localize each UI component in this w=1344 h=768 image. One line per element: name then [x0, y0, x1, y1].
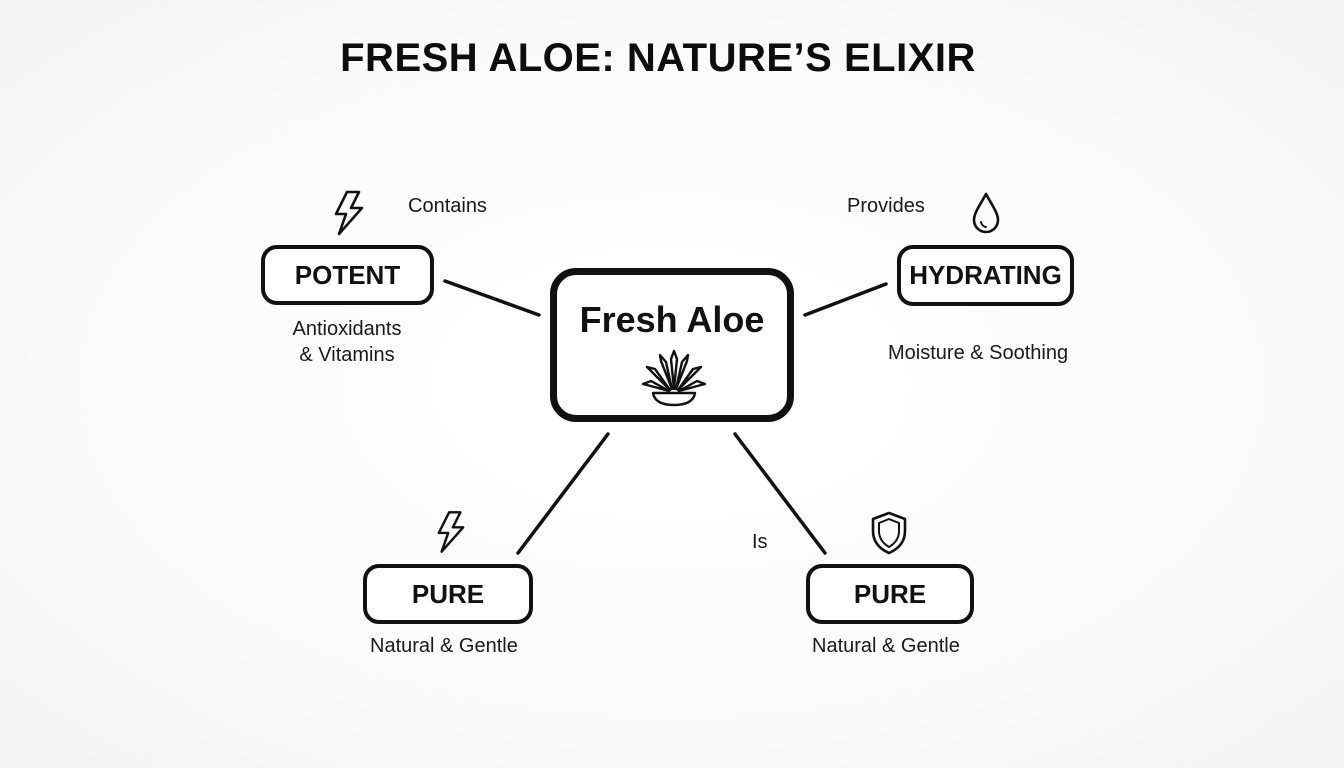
lightning-icon: [437, 511, 465, 553]
relation-label-contains: Contains: [408, 195, 487, 217]
node-pure-right-label: PURE: [853, 578, 927, 609]
node-pure-right-description: Natural & Gentle: [812, 635, 960, 657]
lightning-icon: [334, 190, 364, 236]
link-pure-left: [516, 432, 610, 555]
link-pure-right: [733, 432, 827, 555]
node-pure-left-description: Natural & Gentle: [370, 635, 518, 657]
relation-label-is: Is: [752, 531, 768, 553]
shield-icon: [871, 511, 907, 555]
node-potent: POTENT: [261, 245, 434, 305]
node-potent-description: Antioxidants & Vitamins: [262, 316, 432, 368]
link-potent: [443, 279, 541, 317]
node-hydrating-label: HYDRATING: [909, 260, 1062, 290]
node-pure-right: PURE: [806, 564, 974, 624]
node-potent-label: POTENT: [294, 259, 401, 290]
center-label: Fresh Aloe: [579, 299, 765, 340]
node-potent-description-line1: Antioxidants: [292, 318, 402, 340]
node-hydrating: HYDRATING: [897, 245, 1074, 306]
node-hydrating-description: Moisture & Soothing: [888, 342, 1069, 364]
relation-label-provides: Provides: [847, 195, 925, 217]
water-drop-icon: [972, 192, 1000, 234]
aloe-plant-icon: [641, 349, 707, 407]
center-node: Fresh Aloe: [550, 268, 794, 422]
diagram-title: FRESH ALOE: NATURE’S ELIXIR: [340, 36, 976, 80]
node-pure-left: PURE: [363, 564, 533, 624]
node-pure-left-label: PURE: [411, 578, 485, 609]
link-hydrating: [803, 282, 888, 317]
node-potent-description-line2: & Vitamins: [299, 344, 395, 366]
